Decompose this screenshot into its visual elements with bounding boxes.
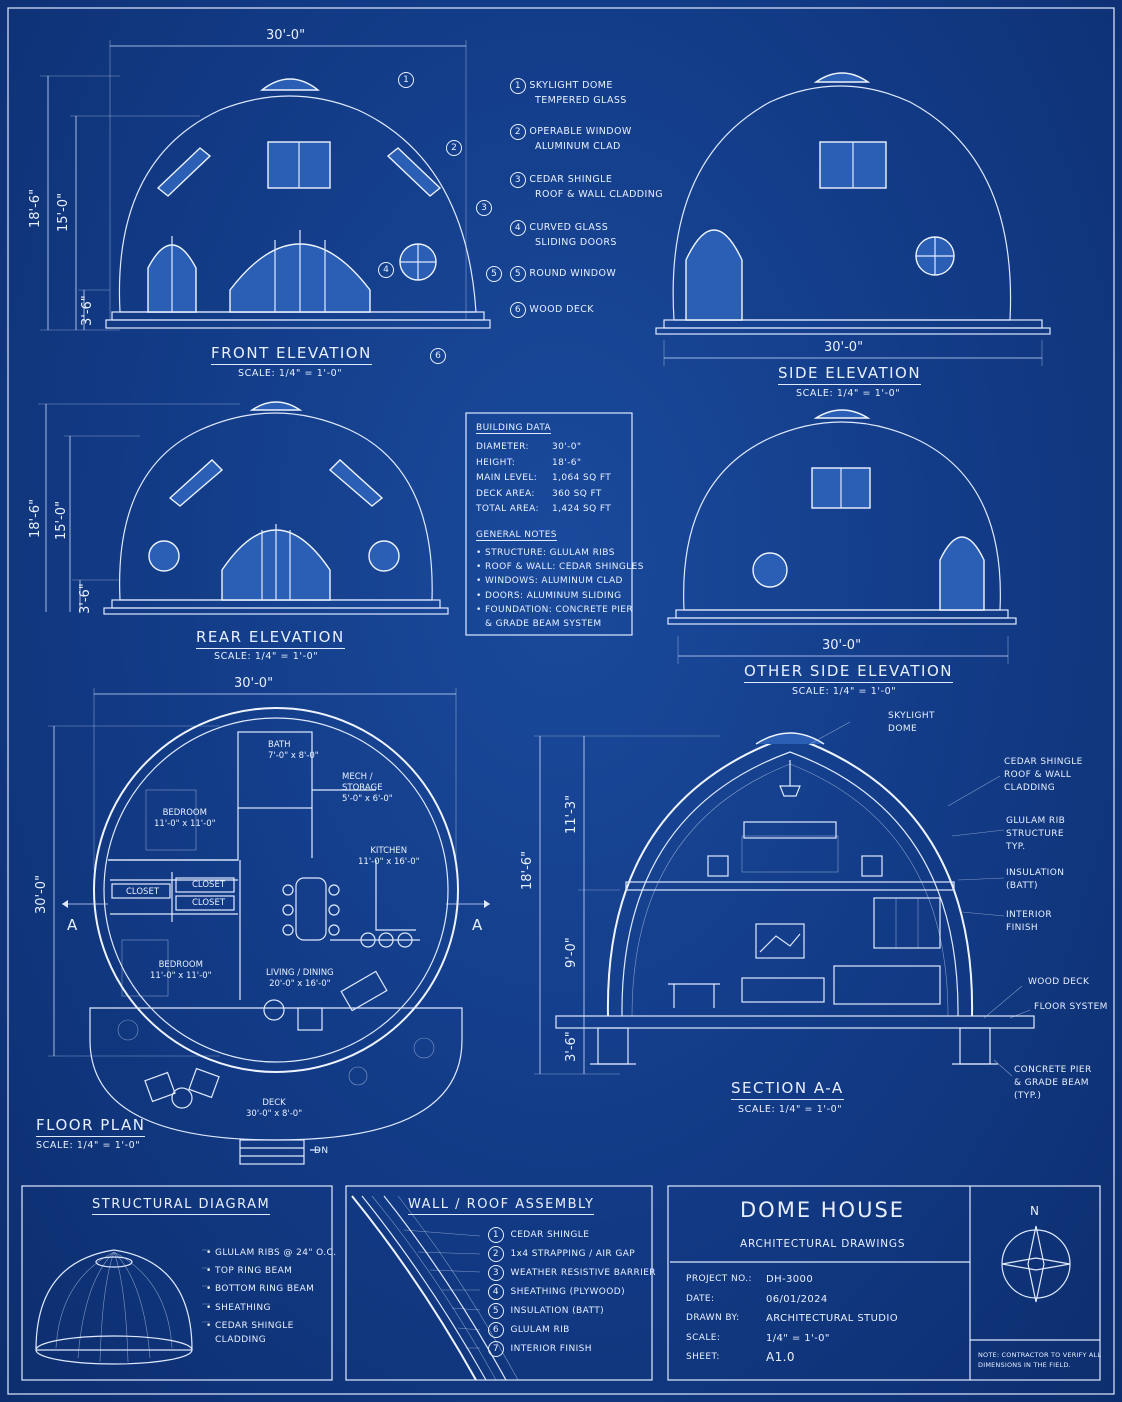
building-data-heading: BUILDING DATA (476, 423, 551, 434)
title-block-box (667, 1185, 1101, 1381)
north-arrow (1001, 1225, 1071, 1303)
floor-plan (48, 688, 490, 1165)
section-label-insulation: INSULATION(BATT) (1006, 868, 1065, 891)
assembly-title: WALL / ROOF ASSEMBLY (408, 1197, 595, 1215)
rear-elevation-title: REAR ELEVATION (196, 628, 345, 649)
building-data-keys: DIAMETER:HEIGHT:MAIN LEVEL:DECK AREA:TOT… (476, 442, 539, 514)
section-mark-right: A (472, 916, 483, 934)
plan-height-dim: 30'-0" (34, 874, 49, 914)
section-base-dim: 3'-6" (564, 1031, 579, 1062)
plan-width-dim: 30'-0" (234, 676, 274, 691)
rear-upper-dim: 15'-0" (54, 500, 69, 540)
floor-plan-scale: SCALE: 1/4" = 1'-0" (36, 1140, 141, 1151)
title-block-keys: PROJECT NO.:DATE:DRAWN BY:SCALE:SHEET: (686, 1274, 752, 1362)
section-scale: SCALE: 1/4" = 1'-0" (738, 1104, 843, 1115)
front-total-dim: 18'-6" (28, 188, 43, 228)
rear-base-dim: 3'-6" (78, 583, 93, 614)
structural-items: • GLULAM RIBS @ 24" O.C. • TOP RING BEAM… (206, 1248, 337, 1346)
front-elevation-title: FRONT ELEVATION (211, 344, 372, 365)
callout-3: 3 (476, 200, 492, 216)
section-title: SECTION A-A (731, 1079, 844, 1100)
side-elevation-scale: SCALE: 1/4" = 1'-0" (796, 388, 901, 399)
front-upper-dim: 15'-0" (56, 192, 71, 232)
side-elevation-title: SIDE ELEVATION (778, 364, 922, 385)
closet-2: CLOSET (192, 880, 226, 890)
callout-4: 4 (378, 262, 394, 278)
side-width-dim: 30'-0" (824, 340, 864, 355)
section-label-pier: CONCRETE PIER& GRADE BEAM(TYP.) (1014, 1065, 1092, 1101)
rear-elevation-scale: SCALE: 1/4" = 1'-0" (214, 651, 319, 662)
closet-3: CLOSET (192, 898, 226, 908)
section-label-floor: FLOOR SYSTEM (1034, 1002, 1108, 1012)
general-notes-list: • STRUCTURE: GLULAM RIBS • ROOF & WALL: … (476, 548, 644, 630)
project-name: DOME HOUSE (740, 1198, 906, 1222)
general-notes-heading: GENERAL NOTES (476, 530, 557, 541)
other-width-dim: 30'-0" (822, 638, 862, 653)
legend-item-5: 5 ROUND WINDOW (510, 266, 616, 282)
section-mid-dim: 9'-0" (564, 937, 579, 968)
callout-1: 1 (398, 72, 414, 88)
structural-box (21, 1185, 333, 1381)
front-base-dim: 3'-6" (80, 295, 95, 326)
section-upper-dim: 11'-3" (564, 794, 579, 834)
section-total-dim: 18'-6" (520, 850, 535, 890)
front-width-dim: 30'-0" (266, 28, 306, 43)
front-elevation (40, 40, 491, 331)
closet-1: CLOSET (126, 887, 160, 897)
building-data-box (465, 412, 633, 636)
project-subtitle: ARCHITECTURAL DRAWINGS (740, 1238, 906, 1250)
assembly-items: 1 CEDAR SHINGLE 2 1x4 STRAPPING / AIR GA… (488, 1226, 656, 1359)
other-side-elevation-scale: SCALE: 1/4" = 1'-0" (792, 686, 897, 697)
section-a-a (534, 721, 1035, 1077)
structural-title: STRUCTURAL DIAGRAM (92, 1197, 271, 1215)
section-mark-left: A (67, 916, 78, 934)
rear-elevation (38, 401, 449, 615)
other-side-elevation (667, 409, 1017, 664)
callout-5: 5 (486, 266, 502, 282)
front-elevation-scale: SCALE: 1/4" = 1'-0" (238, 368, 343, 379)
callout-6: 6 (430, 348, 446, 364)
rear-total-dim: 18'-6" (28, 498, 43, 538)
side-elevation (655, 72, 1051, 366)
legend-item-6: 6 WOOD DECK (510, 302, 594, 318)
structural-dome-diagram (35, 1249, 210, 1365)
other-side-elevation-title: OTHER SIDE ELEVATION (744, 662, 953, 683)
section-label-deck: WOOD DECK (1028, 977, 1090, 987)
stairs-down-label: DN (314, 1146, 329, 1156)
sheet-border (7, 7, 1115, 1395)
callout-2: 2 (446, 140, 462, 156)
assembly-box (345, 1185, 653, 1381)
north-label: N (1030, 1204, 1039, 1218)
floor-plan-title: FLOOR PLAN (36, 1116, 146, 1137)
